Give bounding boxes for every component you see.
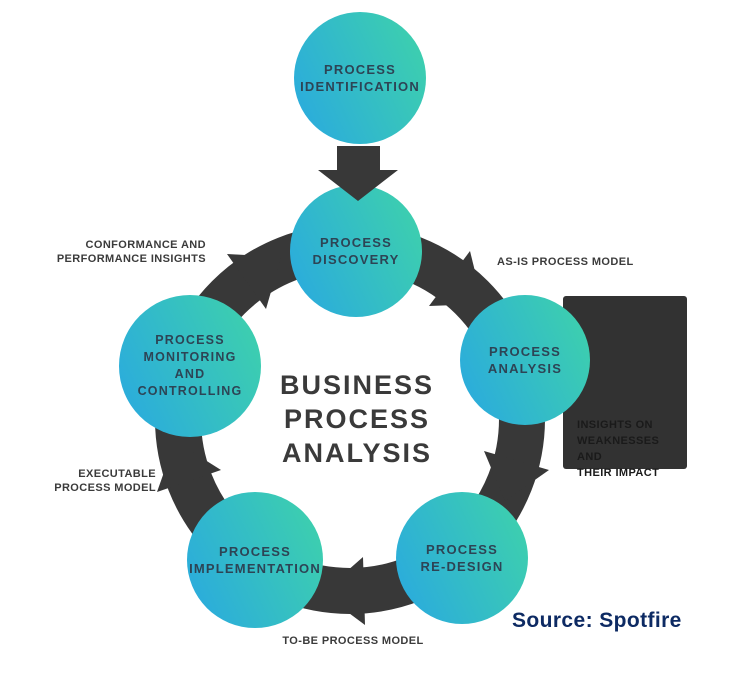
stage-label: PROCESS DISCOVERY bbox=[312, 235, 400, 267]
stage-circle-process-analysis: PROCESS ANALYSIS bbox=[460, 295, 590, 425]
stage-label: PROCESS IDENTIFICATION bbox=[300, 62, 420, 94]
stage-label: PROCESS ANALYSIS bbox=[487, 344, 563, 376]
arrow-head-discovery-to-analysis-icon bbox=[429, 251, 483, 306]
artifact-label-to-be-process-model: TO-BE PROCESS MODEL bbox=[282, 635, 424, 647]
arrow-head-analysis-to-redesign-icon bbox=[484, 451, 549, 501]
artifact-label-executable-process-model: EXECUTABLE PROCESS MODEL bbox=[54, 468, 156, 494]
stage-circle-process-redesign: PROCESS RE-DESIGN bbox=[396, 492, 528, 624]
stage-circle-process-identification: PROCESS IDENTIFICATION bbox=[294, 12, 426, 144]
arrow-head-redesign-to-implementation-icon bbox=[322, 557, 365, 625]
stage-label: PROCESS RE-DESIGN bbox=[420, 542, 504, 574]
stage-circle-process-monitoring: PROCESS MONITORING AND CONTROLLING bbox=[119, 295, 261, 437]
source-credit: Source: Spotfire bbox=[512, 609, 682, 632]
stage-circle-process-discovery: PROCESS DISCOVERY bbox=[290, 185, 422, 317]
diagram-title: BUSINESS PROCESS ANALYSIS bbox=[279, 370, 435, 468]
arrow-head-implementation-to-monitoring-icon bbox=[157, 441, 221, 492]
artifact-label-conformance-performance-insights: CONFORMANCE AND PERFORMANCE INSIGHTS bbox=[56, 239, 206, 265]
artifact-label-as-is-process-model: AS-IS PROCESS MODEL bbox=[497, 256, 634, 268]
artifact-label-insights-on-weaknesses: INSIGHTS ON WEAKNESSES AND THEIR IMPACT bbox=[577, 419, 660, 479]
stage-label: PROCESS IMPLEMENTATION bbox=[189, 544, 321, 576]
arrow-head-monitoring-to-discovery-icon bbox=[227, 254, 281, 309]
stage-circle-process-implementation: PROCESS IMPLEMENTATION bbox=[187, 492, 323, 628]
stage-label: PROCESS MONITORING AND CONTROLLING bbox=[137, 333, 243, 398]
